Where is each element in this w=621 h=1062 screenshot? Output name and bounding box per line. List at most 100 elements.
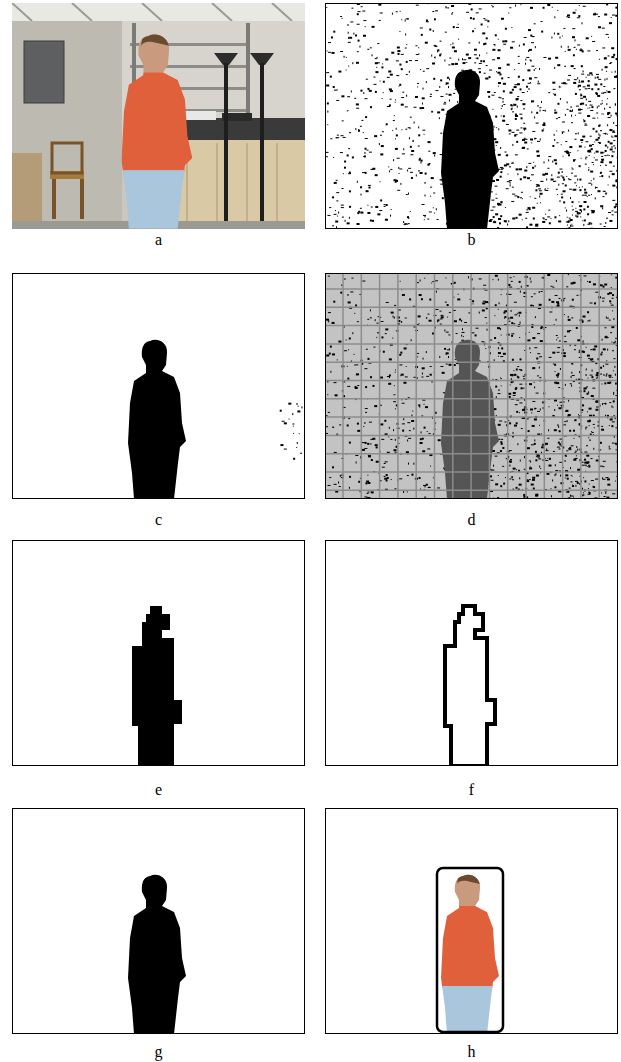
noise-dot (529, 78, 532, 80)
noise-dot (429, 211, 432, 212)
noise-dot (515, 118, 517, 120)
noise-dot (405, 48, 407, 49)
noise-dot (516, 141, 518, 143)
noise-dot (609, 161, 612, 163)
noise-dot (568, 414, 571, 416)
noise-dot (554, 139, 555, 141)
noise-dot (347, 378, 349, 380)
noise-dot (385, 219, 388, 221)
noise-dot (500, 167, 503, 168)
noise-dot (393, 316, 394, 318)
noise-dot (327, 215, 330, 216)
noise-dot (413, 463, 414, 465)
noise-dot (340, 292, 342, 294)
noise-dot (589, 440, 591, 441)
noise-dot (348, 32, 349, 34)
noise-dot (299, 433, 300, 434)
noise-dot (385, 58, 388, 60)
noise-dot (357, 4, 360, 5)
noise-dot (605, 193, 607, 194)
noise-dot (532, 479, 535, 481)
noise-dot (395, 138, 396, 139)
noise-dot (507, 64, 510, 66)
noise-dot (423, 88, 424, 90)
noise-dot (554, 110, 556, 111)
noise-dot (339, 424, 341, 425)
noise-dot (516, 98, 519, 100)
noise-dot (515, 134, 518, 135)
noise-dot (524, 350, 525, 351)
noise-dot (492, 279, 493, 280)
noise-dot (501, 115, 502, 116)
noise-dot (512, 187, 514, 188)
noise-dot (516, 168, 519, 170)
noise-dot (587, 281, 588, 282)
noise-dot (608, 91, 611, 93)
noise-dot (327, 111, 328, 113)
noise-dot (440, 133, 442, 134)
noise-dot (587, 224, 590, 225)
noise-dot (563, 183, 564, 184)
noise-dot (511, 333, 514, 334)
noise-dot (547, 168, 549, 169)
noise-dot (494, 92, 496, 93)
noise-dot (403, 382, 406, 384)
noise-dot (389, 427, 390, 429)
noise-dot (485, 317, 487, 318)
noise-dot (462, 62, 465, 64)
noise-dot (485, 20, 488, 21)
noise-dot (512, 476, 513, 478)
noise-dot (608, 55, 610, 56)
noise-dot (576, 446, 577, 448)
noise-dot (357, 430, 360, 432)
noise-dot (422, 204, 425, 205)
noise-dot (534, 198, 536, 199)
noise-dot (565, 460, 566, 462)
noise-dot (355, 387, 358, 389)
noise-dot (498, 347, 499, 349)
noise-dot (609, 107, 611, 108)
noise-dot (457, 101, 458, 103)
noise-dot (498, 393, 501, 394)
noise-dot (570, 226, 573, 227)
noise-dot (513, 468, 516, 470)
noise-dot (531, 100, 534, 102)
noise-dot (421, 160, 423, 162)
noise-dot (497, 203, 500, 205)
noise-dot (598, 133, 599, 135)
noise-dot (352, 62, 353, 64)
noise-dot (328, 52, 331, 53)
noise-dot (506, 154, 508, 156)
noise-dot (611, 47, 614, 49)
noise-dot (536, 123, 539, 124)
noise-dot (476, 12, 479, 13)
noise-dot (348, 66, 349, 67)
noise-dot (485, 78, 486, 79)
noise-dot (381, 66, 383, 68)
noise-dot (545, 110, 546, 112)
noise-dot (407, 169, 408, 171)
noise-dot (365, 138, 368, 139)
noise-dot (336, 200, 338, 201)
noise-dot (568, 178, 569, 179)
noise-dot (370, 47, 372, 48)
noise-dot (565, 141, 567, 142)
noise-dot (559, 200, 560, 202)
noise-dot (535, 451, 537, 453)
noise-dot (548, 210, 550, 211)
noise-dot (574, 79, 577, 80)
noise-dot (462, 58, 463, 60)
noise-dot (373, 77, 375, 78)
noise-dot (513, 162, 514, 164)
noise-dot (582, 220, 583, 221)
noise-dot (503, 44, 506, 45)
noise-dot (554, 159, 557, 161)
noise-dot (409, 298, 411, 300)
noise-dot (523, 123, 525, 124)
noise-dot (385, 461, 388, 462)
noise-dot (425, 173, 427, 175)
noise-dot (420, 172, 423, 174)
noise-dot (391, 209, 392, 210)
noise-dot (612, 146, 613, 148)
noise-dot (536, 358, 538, 360)
